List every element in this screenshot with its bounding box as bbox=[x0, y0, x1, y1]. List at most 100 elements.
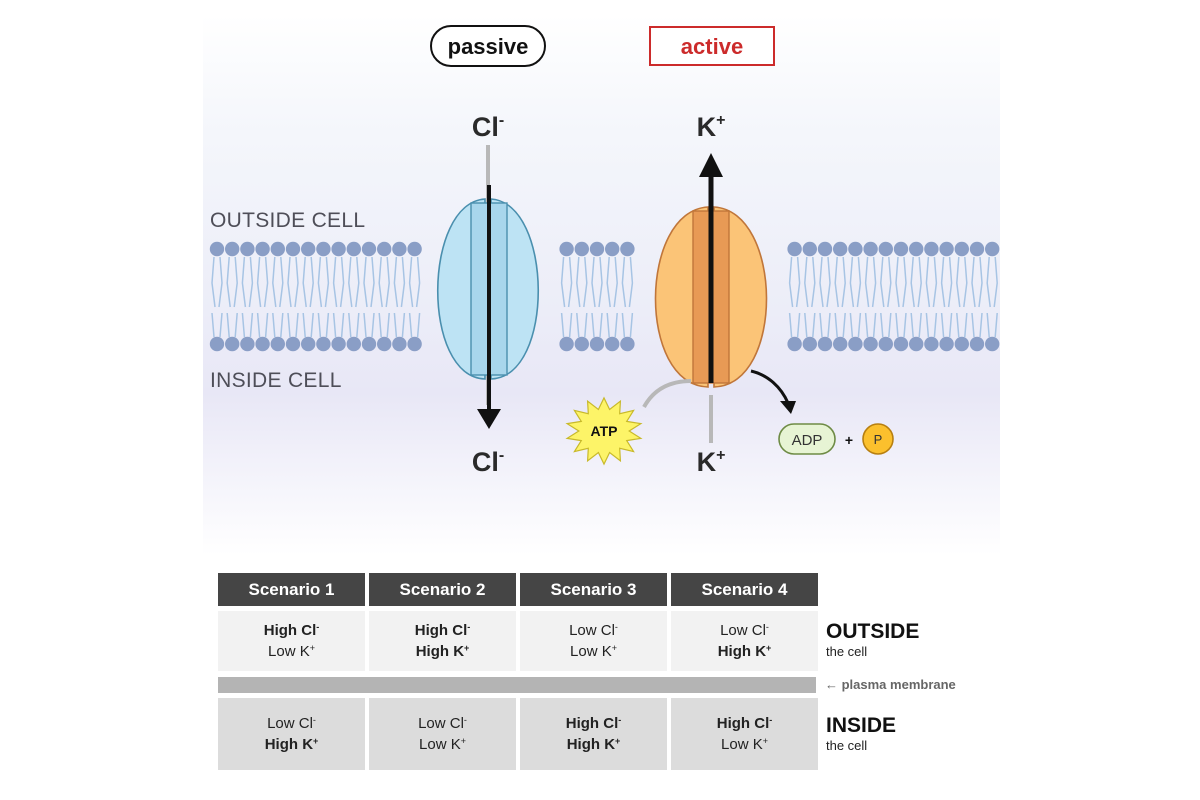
outside-cell-scenario-3: Low Cl-Low K+ bbox=[520, 611, 667, 671]
adp-pill bbox=[778, 423, 836, 455]
lipid-head bbox=[255, 241, 270, 257]
outside-k-level: High K+ bbox=[416, 641, 470, 662]
inside-k-level: Low K+ bbox=[721, 734, 768, 755]
lipid-head bbox=[240, 336, 255, 352]
inside-cl-text: High Cl bbox=[565, 715, 619, 732]
lipid-tail bbox=[226, 256, 238, 338]
lipid-head bbox=[270, 336, 285, 352]
lipid-head bbox=[285, 241, 301, 257]
lipid-head bbox=[559, 241, 574, 257]
lipid-tail bbox=[576, 256, 588, 338]
active-ion-top: K+ bbox=[697, 112, 726, 142]
inside-cl-level: High Cl- bbox=[566, 713, 622, 734]
inside-sub-label: the cell bbox=[826, 738, 868, 753]
outside-cell-scenario-2: High Cl-High K+ bbox=[369, 611, 516, 671]
inside-cl-charge: - bbox=[312, 715, 316, 725]
inside-row: Low Cl-High K+Low Cl-Low K+High Cl-High … bbox=[218, 698, 822, 770]
outside-cl-level: High Cl- bbox=[415, 620, 471, 641]
outside-cl-charge: - bbox=[765, 622, 769, 632]
outside-k-charge: + bbox=[309, 643, 315, 653]
atp-link-curve bbox=[642, 379, 692, 409]
plasma-membrane-bar bbox=[218, 677, 816, 693]
lipid-head bbox=[225, 241, 240, 257]
outside-cell-scenario-1: High Cl-Low K+ bbox=[218, 611, 365, 671]
lipid-head bbox=[209, 336, 225, 352]
lipid-tail bbox=[621, 256, 634, 338]
outside-cl-level: High Cl- bbox=[264, 620, 320, 641]
lipid-head bbox=[559, 336, 574, 352]
lipid-head bbox=[802, 336, 817, 352]
outside-k-charge: + bbox=[611, 643, 617, 653]
outside-cl-charge: - bbox=[614, 622, 618, 632]
inside-side-label: INSIDE the cell bbox=[826, 715, 896, 755]
lipid-tail bbox=[408, 256, 421, 338]
lipid-tail bbox=[317, 256, 330, 338]
outside-cell-scenario-4: Low Cl-High K+ bbox=[671, 611, 818, 671]
lipid-tail bbox=[560, 256, 573, 338]
inside-cl-level: Low Cl- bbox=[267, 713, 316, 734]
header-scenario-4: Scenario 4 bbox=[671, 573, 818, 606]
adp-release-arrow bbox=[750, 369, 790, 404]
outside-cl-text: High Cl bbox=[263, 622, 317, 639]
lipid-head bbox=[255, 336, 270, 352]
active-ion-bottom-symbol: K bbox=[697, 447, 717, 477]
header-scenario-2: Scenario 2 bbox=[369, 573, 516, 606]
lipid-head bbox=[863, 241, 878, 257]
lipid-tail bbox=[302, 256, 314, 338]
phosphate-label: P bbox=[874, 432, 883, 447]
outside-row: High Cl-Low K+High Cl-High K+Low Cl-Low … bbox=[218, 611, 822, 671]
lipid-head bbox=[620, 241, 635, 257]
outside-k-text: Low K bbox=[268, 643, 310, 660]
atp-star-icon bbox=[565, 396, 643, 466]
plasma-membrane-label: ← plasma membrane bbox=[825, 677, 956, 692]
lipid-tail bbox=[940, 256, 953, 338]
inside-cell-scenario-1: Low Cl- High K+ bbox=[218, 698, 365, 770]
lipid-head bbox=[893, 336, 909, 352]
outside-cl-charge: - bbox=[467, 622, 471, 632]
lipid-head bbox=[377, 336, 392, 352]
lipid-head bbox=[802, 241, 817, 257]
inside-cl-level: High Cl- bbox=[717, 713, 773, 734]
lipid-tail bbox=[971, 256, 983, 338]
inside-k-text: Low K bbox=[419, 736, 461, 753]
lipid-head bbox=[240, 241, 255, 257]
lipid-tail bbox=[332, 256, 345, 338]
lipid-head bbox=[605, 336, 620, 352]
outside-cl-charge: - bbox=[316, 622, 320, 632]
adp-label: ADP bbox=[792, 432, 823, 449]
lipid-head bbox=[909, 336, 924, 352]
lipid-head bbox=[407, 241, 422, 257]
lipid-head bbox=[316, 336, 331, 352]
outside-sub-label: the cell bbox=[826, 644, 868, 659]
inside-k-charge: + bbox=[313, 736, 319, 746]
lipid-head bbox=[848, 241, 863, 257]
passive-ion-top: Cl- bbox=[472, 112, 504, 142]
inside-k-text: High K bbox=[264, 736, 314, 753]
passive-tag bbox=[430, 25, 546, 67]
lipid-tail bbox=[606, 256, 618, 338]
lipid-tail bbox=[591, 256, 603, 338]
transport-diagram: OUTSIDE CELL INSIDE CELL passive active bbox=[203, 15, 1000, 555]
lipid-head bbox=[377, 241, 392, 257]
lipid-tail bbox=[956, 256, 968, 338]
inside-k-charge: + bbox=[615, 736, 621, 746]
inside-k-level: Low K+ bbox=[419, 734, 466, 755]
lipid-tail bbox=[348, 256, 360, 338]
lipid-head bbox=[817, 241, 833, 257]
outside-k-charge: + bbox=[464, 643, 470, 653]
active-label: active bbox=[681, 34, 743, 59]
lipid-tail bbox=[819, 256, 831, 338]
lipid-head bbox=[833, 336, 848, 352]
outside-k-level: Low K+ bbox=[268, 641, 315, 662]
lipid-head bbox=[833, 241, 848, 257]
inside-cell-scenario-3: High Cl-High K+ bbox=[520, 698, 667, 770]
lipid-head bbox=[878, 241, 893, 257]
plus-sign: + bbox=[845, 432, 853, 448]
outside-k-text: Low K bbox=[570, 643, 612, 660]
lipid-tail bbox=[880, 256, 892, 338]
lipid-tail bbox=[925, 256, 938, 338]
outside-cl-text: High Cl bbox=[414, 622, 468, 639]
passive-ion-bottom: Cl- bbox=[472, 447, 504, 477]
inside-cell-label: INSIDE CELL bbox=[210, 369, 342, 392]
lipid-head bbox=[863, 336, 878, 352]
